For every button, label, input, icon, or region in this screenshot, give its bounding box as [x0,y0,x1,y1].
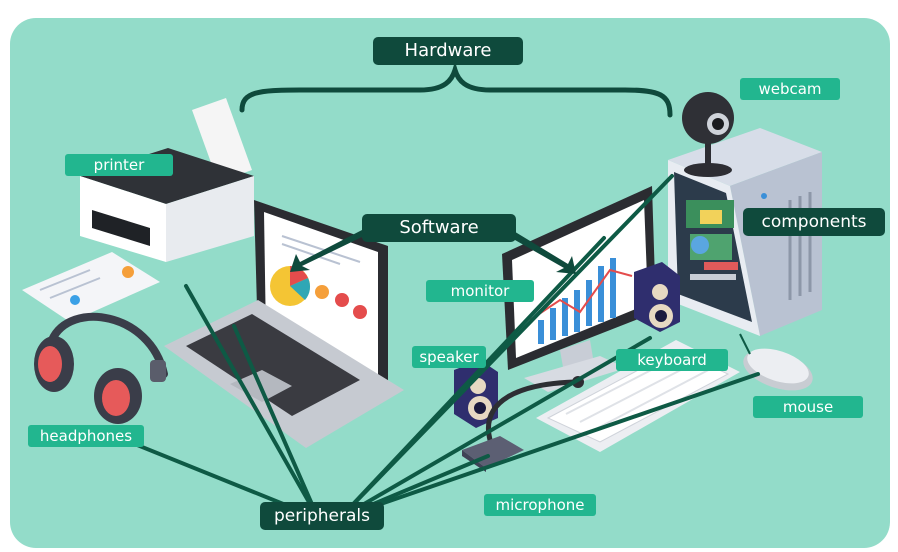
monitor-label: monitor [426,280,534,302]
headphones-illustration [34,312,168,424]
microphone-label: microphone [484,494,596,516]
components-label: components [743,208,885,236]
speaker-label: speaker [412,346,486,368]
headphones-label: headphones [28,425,144,447]
diagram-canvas: Hardware Software components peripherals… [10,18,890,548]
peripherals-label: peripherals [260,502,384,530]
mouse-label: mouse [753,396,863,418]
laptop-illustration [164,200,404,448]
webcam-label: webcam [740,78,840,100]
software-label: Software [362,214,516,242]
software-arrows [290,230,576,274]
illustration [22,61,822,520]
hardware-brace [239,61,673,118]
printer-illustration [22,98,254,322]
speaker-right-illustration [634,262,680,332]
hardware-label: Hardware [373,37,523,65]
webcam-illustration [682,92,734,177]
keyboard-label: keyboard [616,349,728,371]
mouse-cable [739,333,751,355]
printer-label: printer [65,154,173,176]
speaker-left-illustration [454,360,498,428]
computer-tower-illustration [668,128,822,336]
mouse-illustration [743,348,813,391]
